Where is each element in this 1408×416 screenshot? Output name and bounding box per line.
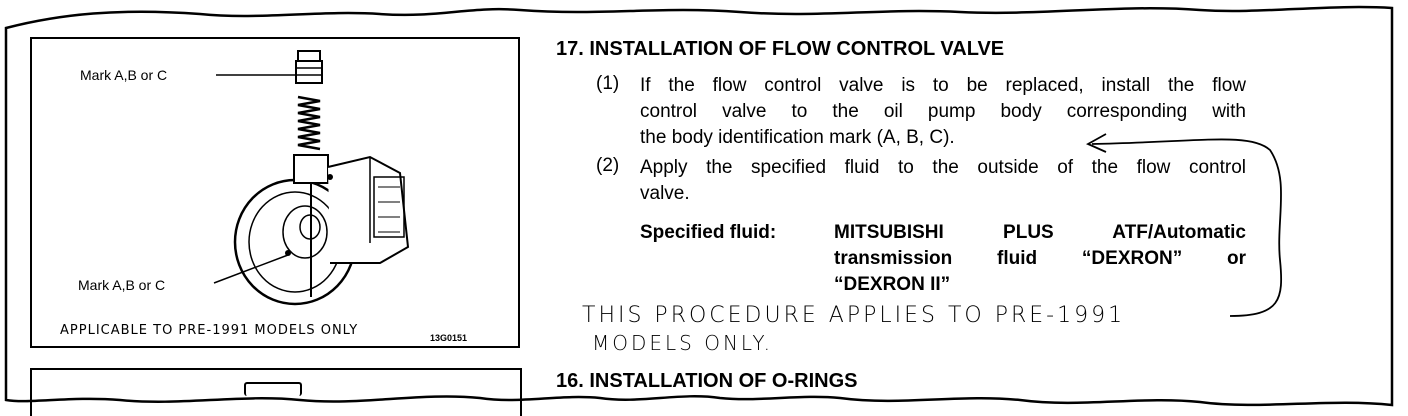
handwritten-figure-caption: APPLICABLE TO PRE-1991 MODELS ONLY [60,323,359,338]
figure-tab-shape [244,382,302,396]
step-1-number: (1) [596,73,620,94]
section-17-title: 17. INSTALLATION OF FLOW CONTROL VALVE [556,38,1005,60]
step-1-line-3: the body identification mark (A, B, C). [640,127,955,148]
next-figure-panel [30,368,522,416]
handwritten-note-line-2: MODELS ONLY. [592,331,773,355]
step-2-line-1: Apply the specified fluid to the outside… [640,157,1246,178]
specified-fluid-label: Specified fluid: [640,222,777,243]
step-1-line-2: control valve to the oil pump body corre… [640,101,1246,122]
specified-fluid-line-3: “DEXRON II” [834,274,951,295]
specified-fluid-line-2: transmission fluid “DEXRON” or [834,248,1246,269]
mark-label-bottom: Mark A,B or C [78,277,166,293]
figure-panel: Mark A,B or C Mark A,B or C APPLICABLE T… [30,37,520,348]
step-1-line-1: If the flow control valve is to be repla… [640,75,1246,96]
handwritten-note-line-1: THIS PROCEDURE APPLIES TO PRE-1991 [582,303,1126,328]
section-16-title: 16. INSTALLATION OF O-RINGS [556,370,858,392]
flow-control-valve-illustration [213,50,410,306]
figure-code: 13G0151 [430,333,468,343]
step-2-line-2: valve. [640,183,690,204]
handwritten-arrow [1085,133,1283,317]
mark-label-top: Mark A,B or C [80,67,168,83]
specified-fluid-line-1: MITSUBISHI PLUS ATF/Automatic [834,222,1246,243]
step-2-number: (2) [596,155,620,176]
